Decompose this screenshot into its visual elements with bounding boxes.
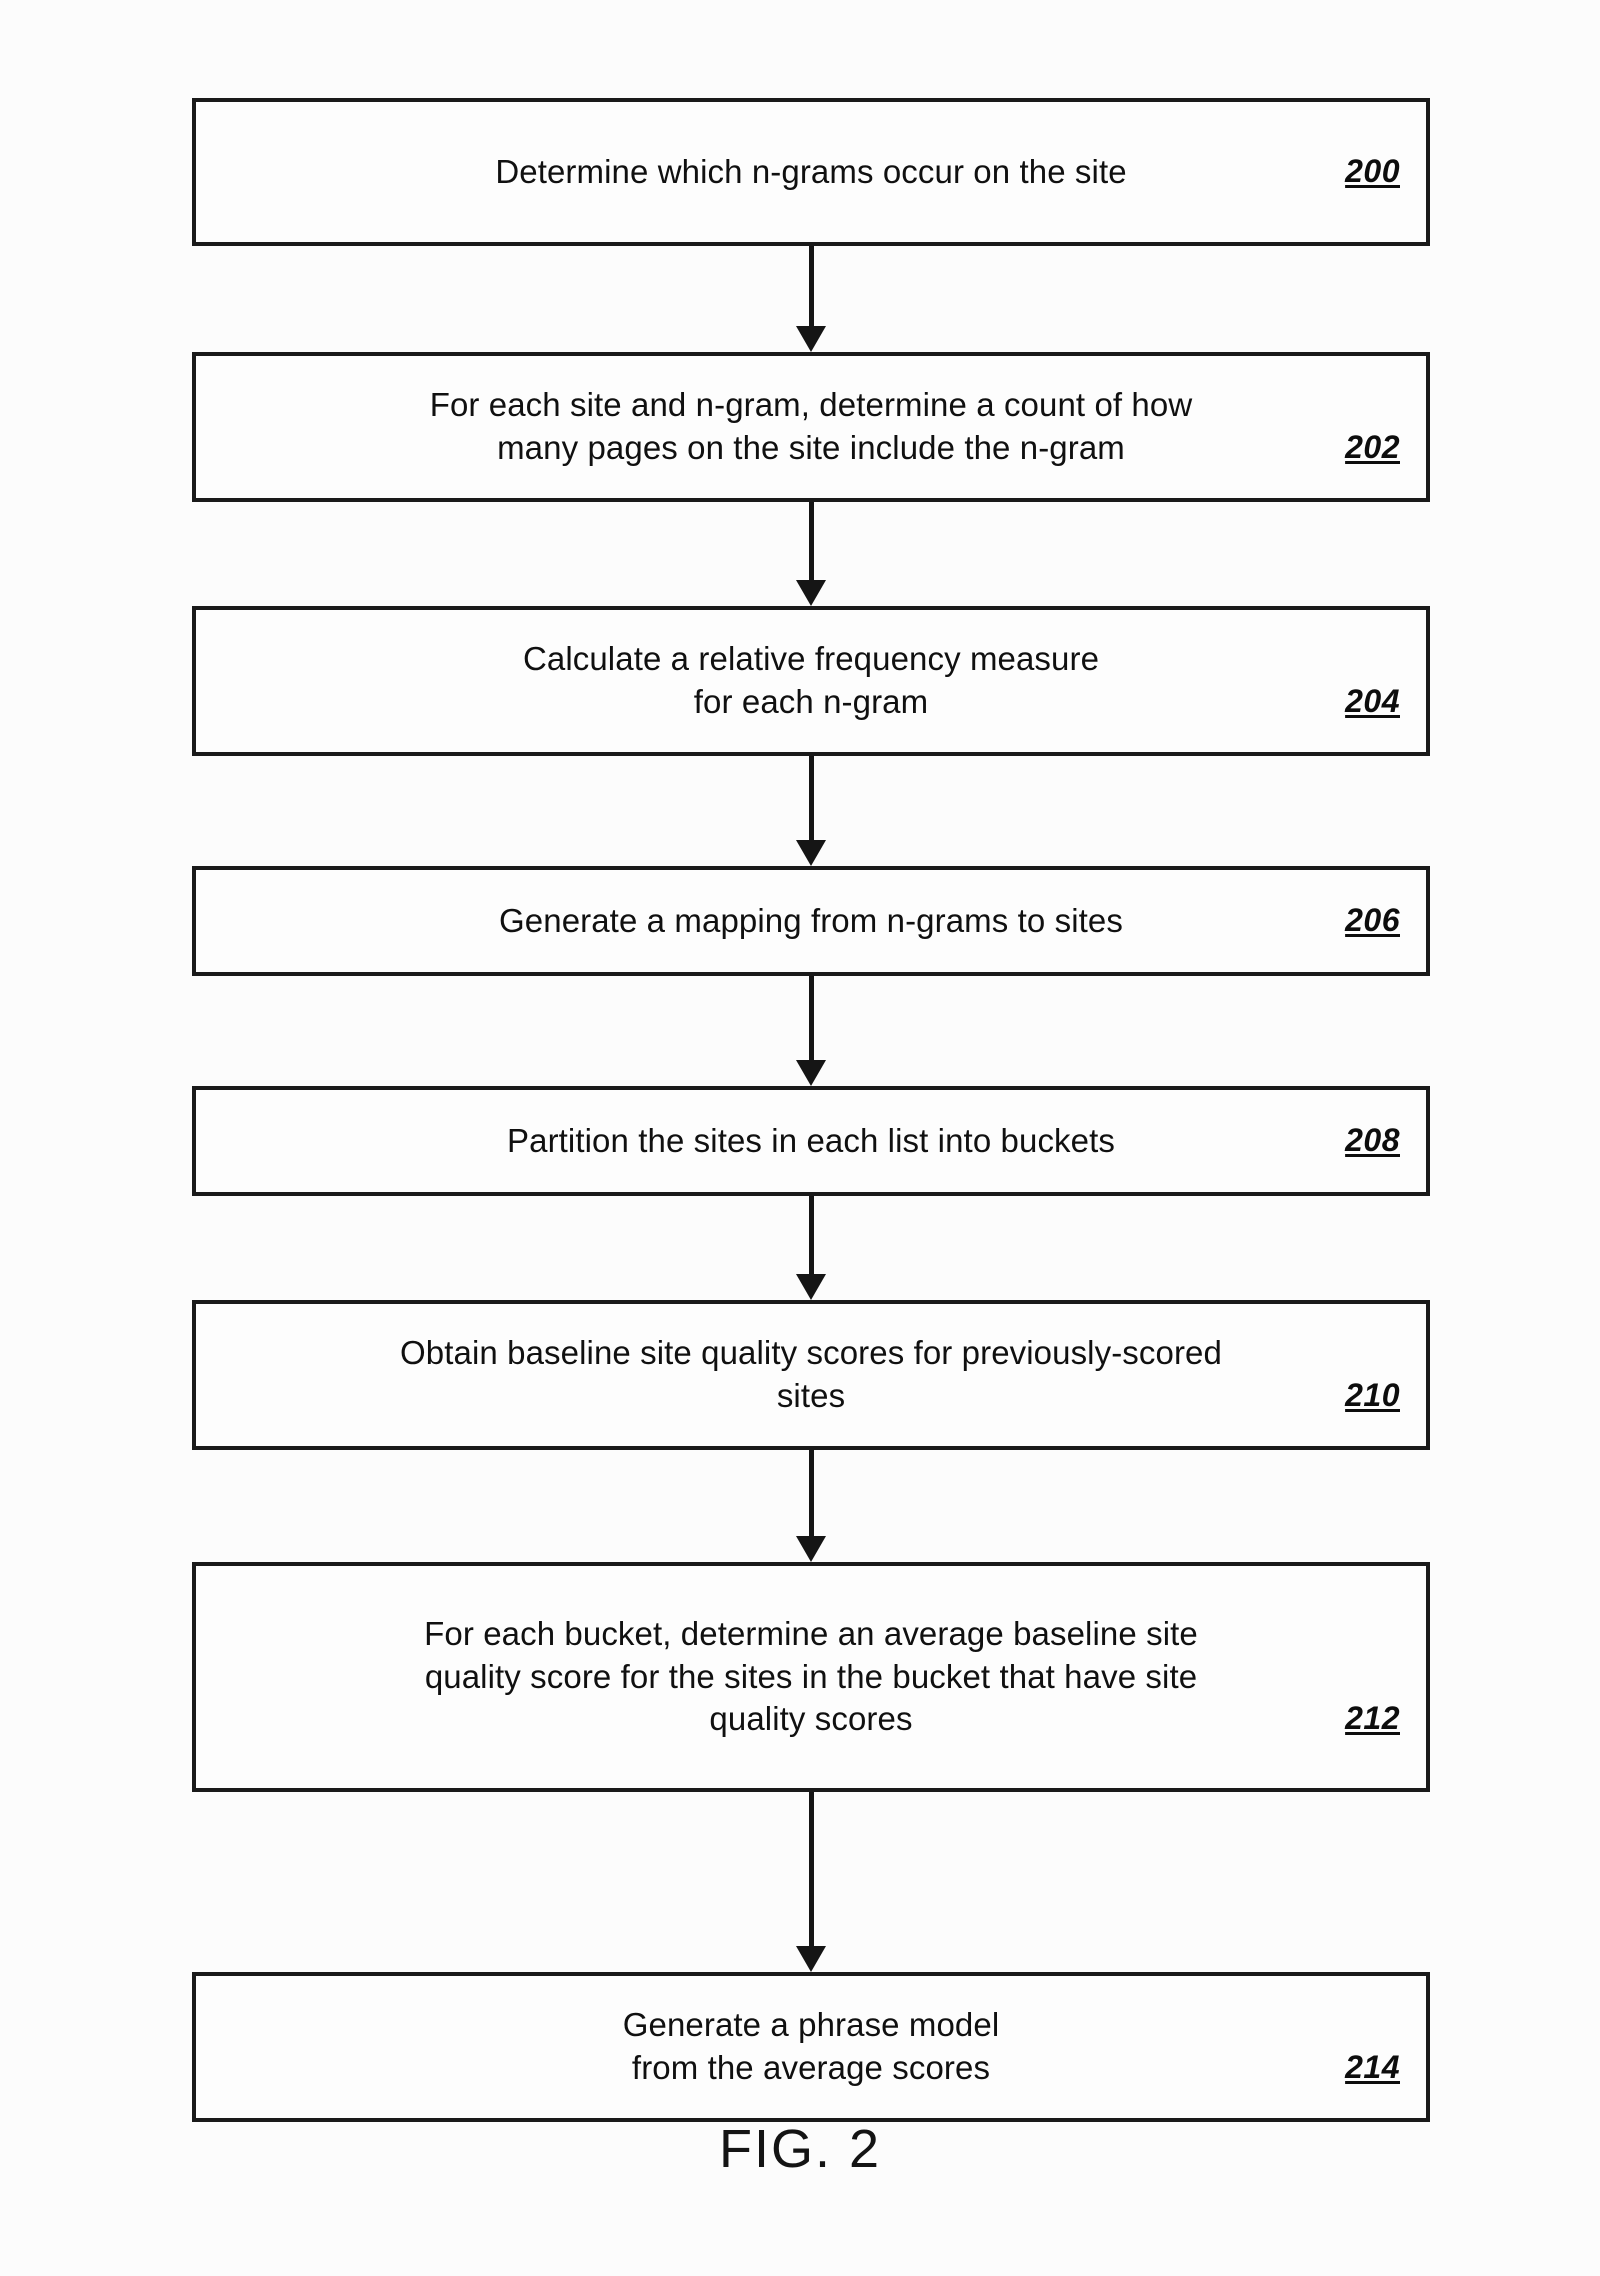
arrow-stem — [809, 976, 814, 1060]
step-text: Generate a mapping from n-grams to sites — [499, 901, 1123, 939]
arrow-stem — [809, 502, 814, 580]
step-relative-frequency: Calculate a relative frequency measure f… — [192, 606, 1430, 756]
step-text: quality score for the sites in the bucke… — [424, 1657, 1198, 1695]
arrow-210-to-212 — [192, 1450, 1430, 1562]
reference-numeral-208: 208 — [1345, 1121, 1400, 1158]
step-text: sites — [776, 1377, 846, 1414]
step-text: For each site and n-gram, determine a co… — [429, 386, 1193, 424]
arrow-202-to-204 — [192, 502, 1430, 606]
reference-numeral-210: 210 — [1345, 1377, 1400, 1413]
arrow-200-to-202 — [192, 246, 1430, 352]
step-line: many pages on the site include the n-gra… — [222, 427, 1400, 470]
step-line: Generate a mapping from n-grams to sites… — [222, 900, 1400, 943]
arrow-stem — [809, 1792, 814, 1946]
step-text: For each bucket, determine an average ba… — [424, 1614, 1198, 1652]
arrow-stem — [809, 1196, 814, 1274]
step-generate-mapping: Generate a mapping from n-grams to sites… — [192, 866, 1430, 976]
step-text: Partition the sites in each list into bu… — [507, 1121, 1115, 1159]
arrow-head-icon — [796, 580, 826, 606]
reference-numeral-212: 212 — [1345, 1700, 1400, 1737]
step-text: for each n-gram — [693, 683, 929, 720]
arrow-stem — [809, 756, 814, 840]
step-text: Obtain baseline site quality scores for … — [400, 1334, 1222, 1372]
step-line: quality scores 212 — [222, 1698, 1400, 1741]
step-count-pages: For each site and n-gram, determine a co… — [192, 352, 1430, 502]
arrow-head-icon — [796, 1274, 826, 1300]
step-determine-ngrams: Determine which n-grams occur on the sit… — [192, 98, 1430, 246]
reference-numeral-200: 200 — [1345, 152, 1400, 189]
arrow-212-to-214 — [192, 1792, 1430, 1972]
step-line: sites 210 — [222, 1375, 1400, 1418]
step-line: from the average scores 214 — [222, 2047, 1400, 2090]
step-obtain-baseline-scores: Obtain baseline site quality scores for … — [192, 1300, 1430, 1450]
reference-numeral-214: 214 — [1345, 2049, 1400, 2085]
step-line: for each n-gram 204 — [222, 681, 1400, 724]
reference-numeral-202: 202 — [1345, 429, 1400, 465]
step-text: Calculate a relative frequency measure — [522, 640, 1100, 678]
arrow-head-icon — [796, 326, 826, 352]
reference-numeral-204: 204 — [1345, 683, 1400, 719]
arrow-head-icon — [796, 1946, 826, 1972]
arrow-stem — [809, 1450, 814, 1536]
arrow-stem — [809, 246, 814, 326]
step-line: Determine which n-grams occur on the sit… — [222, 151, 1400, 194]
reference-numeral-206: 206 — [1345, 901, 1400, 938]
step-generate-phrase-model: Generate a phrase model from the average… — [192, 1972, 1430, 2122]
flowchart-flow: Determine which n-grams occur on the sit… — [192, 98, 1430, 2122]
step-text: Generate a phrase model — [622, 2006, 1000, 2044]
step-partition-buckets: Partition the sites in each list into bu… — [192, 1086, 1430, 1196]
step-text: quality scores — [709, 1700, 913, 1738]
arrow-206-to-208 — [192, 976, 1430, 1086]
arrow-204-to-206 — [192, 756, 1430, 866]
step-average-baseline-score: For each bucket, determine an average ba… — [192, 1562, 1430, 1792]
arrow-head-icon — [796, 1536, 826, 1562]
step-text: Determine which n-grams occur on the sit… — [495, 152, 1127, 190]
arrow-head-icon — [796, 1060, 826, 1086]
step-text: many pages on the site include the n-gra… — [497, 429, 1125, 466]
step-line: Partition the sites in each list into bu… — [222, 1120, 1400, 1163]
figure-caption: FIG. 2 — [718, 2119, 882, 2179]
step-text: from the average scores — [631, 2049, 991, 2086]
arrow-head-icon — [796, 840, 826, 866]
arrow-208-to-210 — [192, 1196, 1430, 1300]
